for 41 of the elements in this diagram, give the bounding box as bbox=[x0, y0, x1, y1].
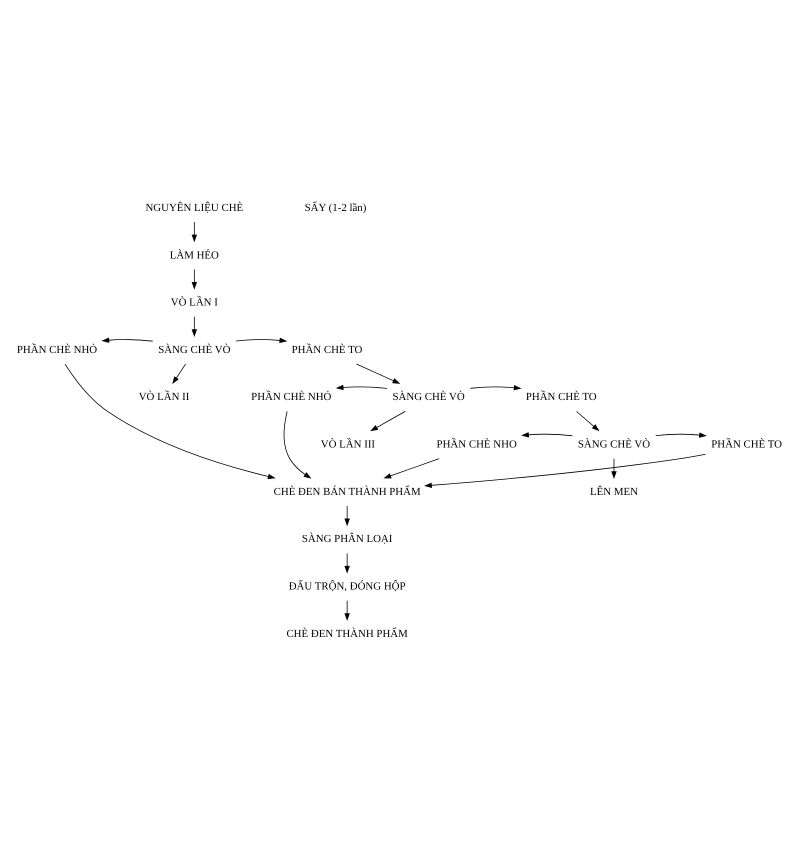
arrow bbox=[611, 458, 617, 478]
arrow bbox=[521, 432, 573, 437]
node-text: PHẦN CHÈ NHỎ bbox=[16, 343, 98, 356]
node-text: SẤY (1-2 lần) bbox=[304, 201, 366, 214]
arrow bbox=[192, 221, 198, 242]
arrow bbox=[172, 363, 186, 384]
node-text: SÀNG CHÈ VÒ bbox=[158, 343, 230, 356]
node-text: PHẦN CHÈ NHO bbox=[436, 438, 517, 450]
node-text: PHẦN CHÈ NHỎ bbox=[251, 390, 332, 403]
arrow bbox=[370, 410, 406, 431]
node-text: PHẦN CHÈ TO bbox=[711, 438, 782, 450]
arrow bbox=[356, 363, 400, 384]
node-text: CHÈ ĐEN THÀNH PHẨM bbox=[286, 627, 408, 640]
node-text: VÒ LẦN I bbox=[170, 296, 218, 308]
node-text: SÀNG CHÈ VÒ bbox=[578, 438, 650, 450]
arrow bbox=[424, 453, 706, 488]
arrow bbox=[576, 410, 600, 431]
node-text: VÒ LẦN III bbox=[320, 438, 376, 450]
arrow bbox=[192, 316, 198, 337]
arrow bbox=[236, 337, 288, 343]
arrow bbox=[192, 268, 198, 290]
arrow bbox=[470, 384, 522, 390]
node-text: SÀNG PHÂN LOẠI bbox=[302, 532, 392, 545]
node-text: NGUYÊN LIỆU CHÈ bbox=[145, 201, 244, 214]
node-text: CHÈ ĐEN BÁN THÀNH PHẨM bbox=[274, 485, 421, 498]
node-text: PHẦN CHÈ TO bbox=[292, 343, 362, 356]
node-text: LÀM HÉO bbox=[170, 248, 219, 261]
arrow bbox=[344, 552, 350, 574]
arrow bbox=[655, 432, 707, 438]
arrow bbox=[284, 410, 312, 478]
arrow bbox=[344, 600, 350, 620]
node-text: LÊN MEN bbox=[590, 485, 638, 498]
arrow bbox=[383, 458, 440, 478]
arrow bbox=[64, 363, 276, 479]
arrow bbox=[344, 505, 350, 526]
node-text: ĐẤU TRỘN, ĐÓNG HỘP bbox=[288, 580, 406, 592]
node-text: PHẦN CHÈ TO bbox=[526, 390, 597, 403]
node-text: SÀNG CHÈ VÒ bbox=[392, 390, 465, 403]
arrow bbox=[101, 336, 154, 342]
arrow bbox=[336, 384, 388, 390]
node-text: VÒ LẦN II bbox=[138, 390, 190, 403]
